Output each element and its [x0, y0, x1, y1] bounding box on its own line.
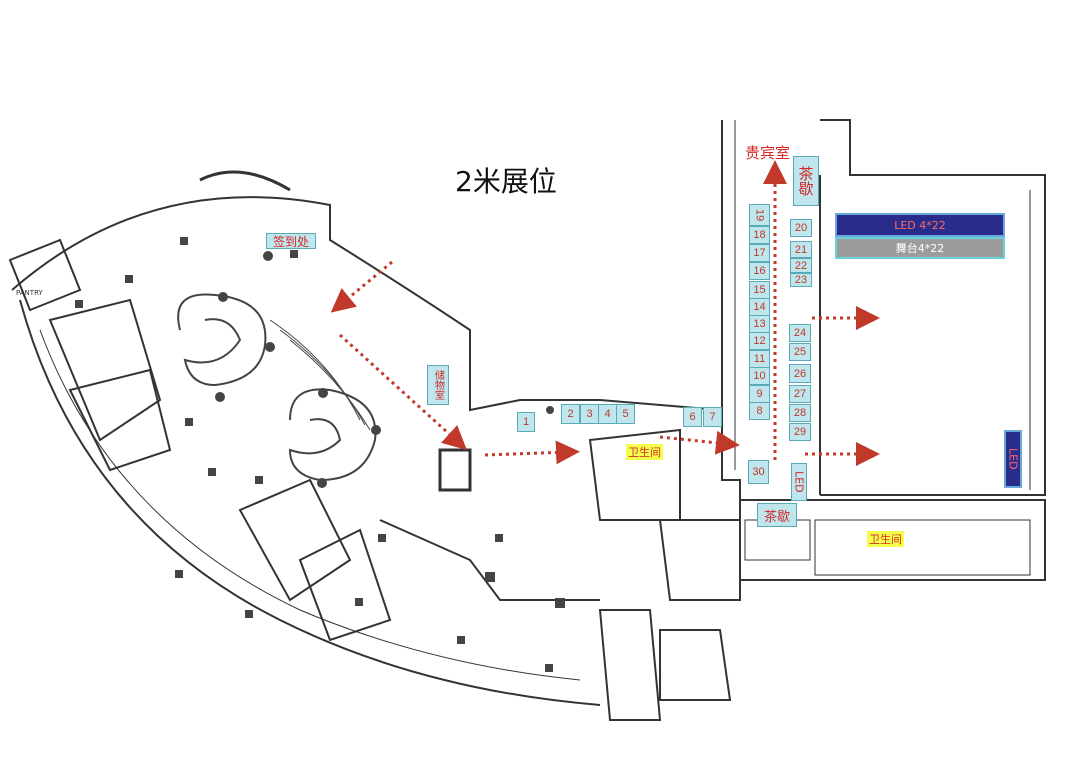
- storage-label: 储物室: [427, 365, 449, 405]
- tea-break-bottom-label: 茶歇: [763, 509, 790, 525]
- booth-20[interactable]: 20: [790, 219, 812, 237]
- led-side-label: LED: [792, 471, 806, 493]
- booth-25[interactable]: 25: [789, 343, 811, 361]
- checkin-label: 签到处: [266, 233, 316, 249]
- page-title: 2米展位: [455, 165, 557, 198]
- booth-16[interactable]: 16: [749, 262, 770, 280]
- led-side: LED: [791, 463, 807, 501]
- booth-17[interactable]: 17: [749, 244, 770, 262]
- led-screen-top: LED 4*22: [835, 213, 1005, 237]
- booth-23[interactable]: 23: [790, 273, 812, 287]
- booth-5[interactable]: 5: [616, 404, 635, 424]
- booth-29[interactable]: 29: [789, 423, 811, 441]
- led-screen-vertical: LED: [1004, 430, 1022, 488]
- booth-19[interactable]: 19: [749, 204, 770, 226]
- led-vertical-label: LED: [1006, 448, 1020, 470]
- restroom-right: 卫生间: [867, 531, 904, 547]
- left-hall-walls: [8, 170, 741, 721]
- pantry-label: PANTRY: [16, 289, 43, 297]
- columns: [75, 237, 565, 672]
- booth-15[interactable]: 15: [749, 281, 770, 299]
- booth-4[interactable]: 4: [598, 404, 617, 424]
- stage: 舞台4*22: [835, 237, 1005, 259]
- booth-18[interactable]: 18: [749, 226, 770, 244]
- booth-30[interactable]: 30: [748, 460, 769, 484]
- booth-3[interactable]: 3: [580, 404, 599, 424]
- tea-break-top-label: 茶歇: [796, 166, 815, 196]
- booth-2[interactable]: 2: [561, 404, 580, 424]
- booth-1[interactable]: 1: [517, 412, 535, 432]
- booth-14[interactable]: 14: [749, 298, 770, 316]
- vip-room-label: 贵宾室: [745, 144, 791, 162]
- right-hall-walls: [721, 119, 1046, 600]
- booth-7[interactable]: 7: [703, 407, 722, 427]
- route-arrows: [330, 160, 880, 466]
- booth-6[interactable]: 6: [683, 407, 702, 427]
- storage-label-text: 储物室: [432, 370, 444, 400]
- booth-13[interactable]: 13: [749, 315, 770, 333]
- booth-22[interactable]: 22: [790, 258, 812, 273]
- booth-10[interactable]: 10: [749, 367, 770, 385]
- spiral-stairs: [177, 293, 377, 482]
- booth-26[interactable]: 26: [789, 364, 811, 383]
- booth-12[interactable]: 12: [749, 332, 770, 350]
- booth-9[interactable]: 9: [749, 385, 770, 403]
- booth-8[interactable]: 8: [749, 402, 770, 420]
- booth-27[interactable]: 27: [789, 385, 811, 403]
- booth-21[interactable]: 21: [790, 241, 812, 258]
- booth-11[interactable]: 11: [749, 350, 770, 368]
- booth-24[interactable]: 24: [789, 324, 811, 342]
- restroom-left: 卫生间: [626, 444, 663, 460]
- tea-break-bottom: 茶歇: [757, 503, 797, 527]
- tea-break-top: 茶歇: [793, 156, 819, 206]
- booth-28[interactable]: 28: [789, 404, 811, 422]
